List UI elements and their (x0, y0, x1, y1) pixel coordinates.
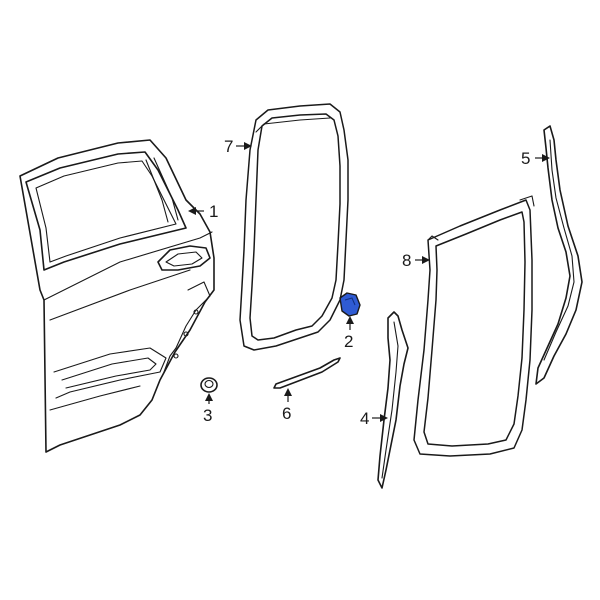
plug (200, 377, 218, 393)
callout-6-label: 6 (282, 404, 291, 423)
callout-7: 7 (224, 137, 252, 156)
callout-1-label: 1 (209, 202, 218, 221)
callout-4: 4 (360, 409, 388, 428)
callout-3: 3 (203, 393, 213, 425)
callout-5: 5 (521, 149, 550, 168)
sill-trim (273, 357, 341, 389)
callout-4-label: 4 (360, 409, 369, 428)
callout-2: 2 (344, 316, 354, 351)
callout-5-label: 5 (521, 149, 530, 168)
callout-3-label: 3 (203, 406, 212, 425)
callout-2-label: 2 (344, 332, 353, 351)
weatherstrip-outer (535, 125, 583, 385)
callout-1: 1 (188, 202, 218, 221)
callout-8: 8 (402, 251, 430, 270)
callout-7-label: 7 (224, 137, 233, 156)
door-shell (19, 139, 215, 453)
callout-6: 6 (282, 388, 292, 423)
glass-run-channel (413, 195, 535, 457)
weatherstrip-vertical (377, 311, 409, 489)
retainer-clip (339, 292, 361, 317)
callout-8-label: 8 (402, 251, 411, 270)
door-seal (239, 103, 349, 351)
